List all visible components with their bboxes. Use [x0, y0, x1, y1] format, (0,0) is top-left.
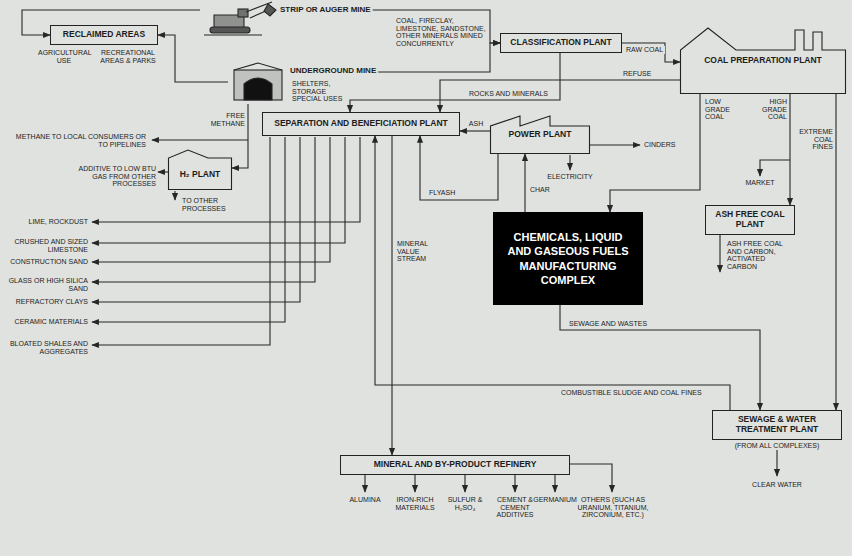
plant-box: ASH FREE COAL PLANT	[705, 205, 795, 235]
plant-building: H₂ PLANT	[168, 148, 232, 190]
flow-connector	[524, 154, 525, 212]
output-label: ELECTRICITY	[545, 173, 595, 181]
node-title: STRIP OR AUGER MINE	[280, 5, 371, 14]
plant-building: POWER PLANT	[490, 114, 590, 154]
flow-label: HIGH GRADE COAL	[752, 98, 788, 121]
node-title: SEPARATION AND BENEFICIATION PLANT	[267, 119, 455, 129]
node-title: MINERAL AND BY-PRODUCT REFINERY	[345, 460, 565, 470]
flow-connector	[375, 136, 730, 410]
output-label: ASH FREE COAL AND CARBON, ACTIVATED CARB…	[727, 240, 793, 271]
output-label: REFRACTORY CLAYS	[8, 298, 88, 306]
underground-mine-illustration	[234, 63, 282, 100]
output-label: METHANE TO LOCAL CONSUMERS OR TO PIPELIN…	[8, 133, 146, 148]
flow-label: COAL, FIRECLAY, LIMESTONE, SANDSTONE, OT…	[395, 17, 489, 48]
output-label: ADDITIVE TO LOW BTU GAS FROM OTHER PROCE…	[62, 165, 156, 188]
flow-label: FLYASH	[428, 189, 480, 197]
flow-connector	[610, 94, 700, 212]
plant-box: SEPARATION AND BENEFICIATION PLANT	[262, 112, 460, 136]
node-title: POWER PLANT	[494, 130, 586, 140]
node-title: COAL PREPARATION PLANT	[686, 56, 840, 66]
output-label: ALUMINA	[340, 496, 390, 504]
output-label: AGRICULTURAL USE	[38, 49, 90, 64]
output-label: RECREATIONAL AREAS & PARKS	[96, 49, 160, 64]
plant-box: SEWAGE & WATER TREATMENT PLANT (FROM ALL …	[712, 410, 842, 450]
output-label: OTHERS (SUCH AS URANIUM, TITANIUM, ZIRCO…	[572, 496, 654, 519]
node-title: UNDERGROUND MINE	[290, 66, 376, 75]
strip-mine-illustration	[204, 2, 276, 35]
flow-label: REFUSE	[622, 70, 674, 78]
output-label: LIME, ROCKDUST	[8, 218, 88, 226]
output-label: GERMANIUM	[532, 496, 578, 504]
output-label: TO OTHER PROCESSES	[182, 197, 262, 212]
building-outline	[168, 148, 232, 190]
flow-connector	[789, 94, 790, 205]
flow-label: COMBUSTIBLE SLUDGE AND COAL FINES	[560, 389, 722, 397]
plant-building: COAL PREPARATION PLANT	[680, 24, 846, 94]
flow-connector	[350, 53, 560, 112]
flow-label: CHAR	[529, 186, 557, 194]
node-title: CLASSIFICATION PLANT	[505, 38, 617, 48]
flow-connector	[391, 136, 392, 455]
node-note: (FROM ALL COMPLEXES)	[712, 442, 842, 450]
flow-label: EXTREME COAL FINES	[798, 128, 834, 151]
node-title: RECLAIMED AREAS	[55, 30, 153, 40]
flow-connector	[420, 136, 498, 200]
plant-box: RECLAIMED AREAS	[50, 25, 158, 45]
flow-connector	[835, 94, 836, 410]
output-label: BLOATED SHALES AND AGGREGATES	[8, 340, 88, 355]
flow-label: ROCKS AND MINERALS	[468, 90, 556, 98]
mine-label: STRIP OR AUGER MINE	[200, 2, 373, 36]
output-label: CEMENT & CEMENT ADDITIVES	[490, 496, 540, 519]
flow-label: FREE METHANE	[202, 112, 246, 127]
flow-connector	[460, 130, 490, 131]
flow-connector	[440, 80, 680, 112]
plant-box: CLASSIFICATION PLANT	[500, 33, 622, 53]
flow-label: MINERAL VALUE STREAM	[396, 240, 438, 263]
node-title: ASH FREE COAL PLANT	[710, 210, 790, 230]
node-title: CHEMICALS, LIQUID AND GASEOUS FUELS MANU…	[503, 230, 633, 287]
output-label: GLASS OR HIGH SILICA SAND	[8, 277, 88, 292]
flow-label: ASH	[463, 120, 489, 128]
node-title: SEWAGE & WATER TREATMENT PLANT	[712, 410, 842, 440]
output-label: CERAMIC MATERIALS	[8, 318, 88, 326]
output-label: CINDERS	[644, 141, 678, 149]
plant-box: MINERAL AND BY-PRODUCT REFINERY	[340, 455, 570, 475]
output-label: IRON-RICH MATERIALS	[390, 496, 440, 511]
node-title: H₂ PLANT	[170, 170, 230, 180]
output-label: CLEAR WATER	[740, 481, 814, 489]
output-label: SULFUR & H₂SO₄	[440, 496, 490, 511]
output-label: CONSTRUCTION SAND	[8, 258, 88, 266]
flow-label: LOW GRADE COAL	[704, 98, 738, 121]
output-label: MARKET	[735, 179, 785, 187]
complex-box: CHEMICALS, LIQUID AND GASEOUS FUELS MANU…	[493, 212, 643, 305]
output-label: SHELTERS, STORAGE SPECIAL USES	[292, 80, 352, 103]
flow-connector	[622, 43, 680, 62]
output-label: CRUSHED AND SIZED LIMESTONE	[8, 238, 88, 253]
flow-label: RAW COAL	[625, 46, 665, 54]
flow-label: SEWAGE AND WASTES	[568, 320, 670, 328]
flow-connector	[158, 35, 228, 82]
